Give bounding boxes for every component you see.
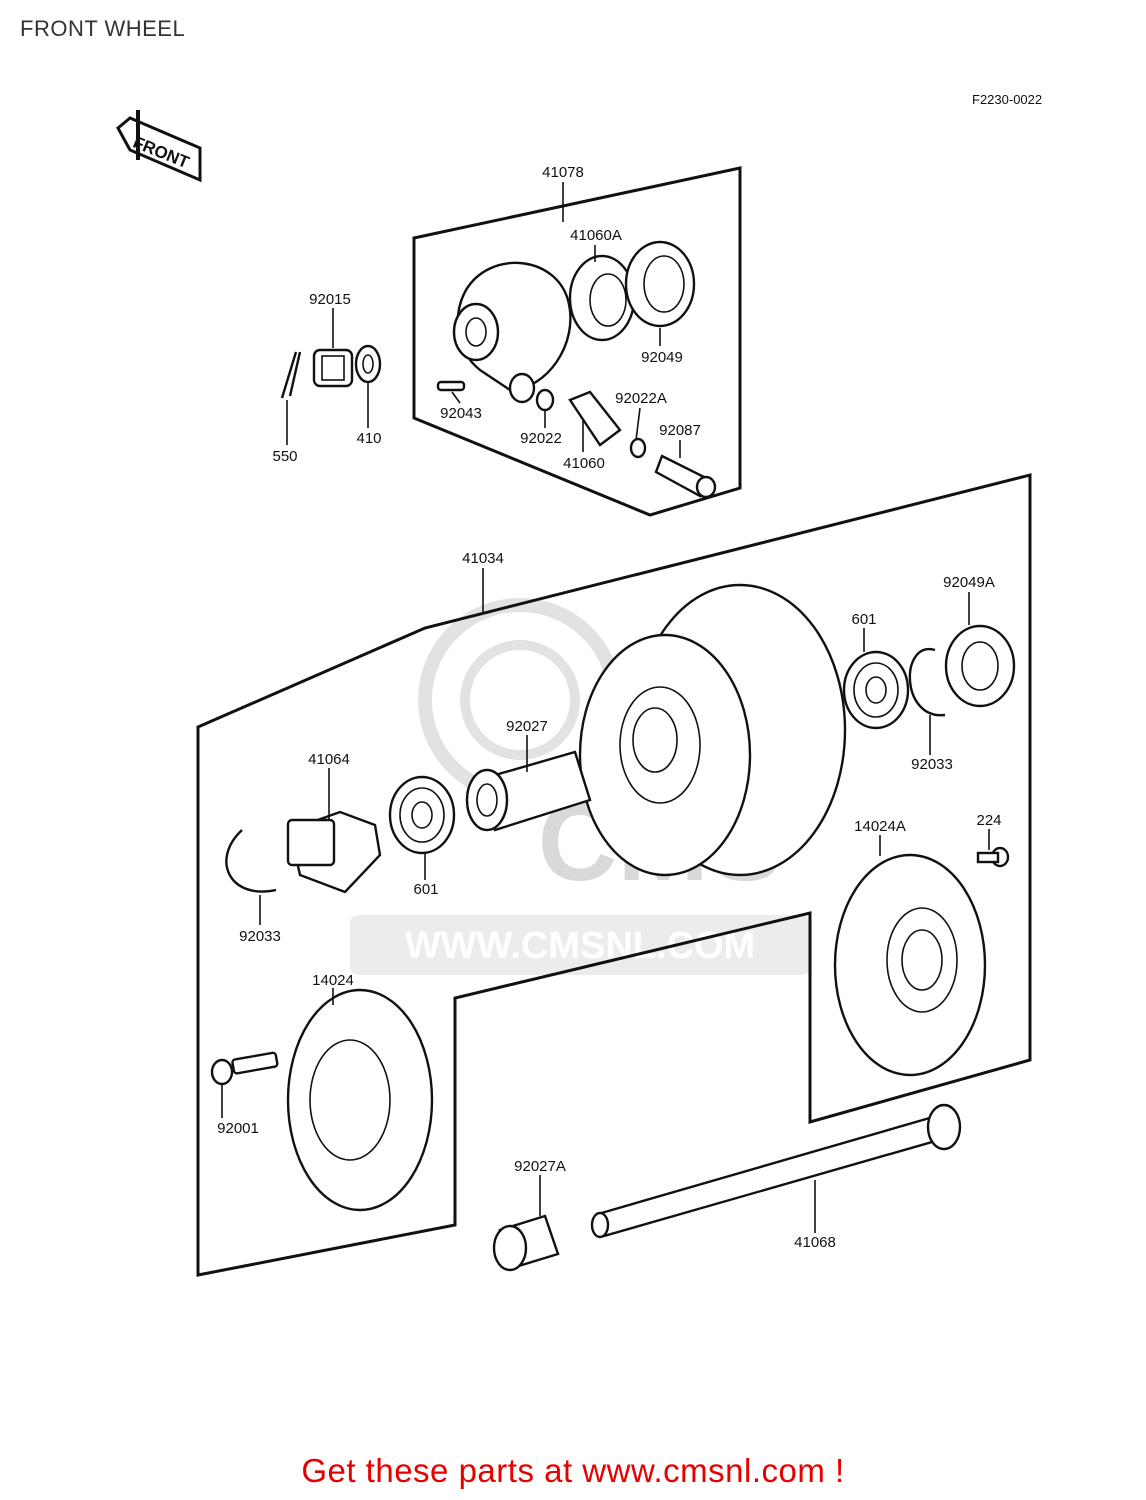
leader-lines: [221, 182, 990, 1233]
label-601-left[interactable]: 601: [413, 881, 438, 898]
label-92001[interactable]: 92001: [217, 1120, 259, 1137]
speedo-housing-part: [452, 261, 572, 404]
screw-part: [976, 846, 1010, 868]
label-224[interactable]: 224: [976, 812, 1001, 829]
hub-cover-part: [286, 810, 382, 894]
circlip-right-part: [908, 648, 946, 717]
label-14024[interactable]: 14024: [312, 972, 354, 989]
bolt-part: [210, 1051, 279, 1086]
label-41078[interactable]: 41078: [542, 164, 584, 181]
pin-part: [436, 380, 466, 392]
diagram-code: F2230-0022: [972, 92, 1043, 107]
thrust-washer-part: [629, 437, 647, 459]
drive-gear-part: [568, 254, 636, 342]
collar-part: [492, 1214, 560, 1272]
brake-disc-left-part: [286, 988, 434, 1212]
castle-nut-part: [312, 348, 354, 388]
label-601-right[interactable]: 601: [851, 611, 876, 628]
label-41068[interactable]: 41068: [794, 1234, 836, 1251]
label-41034[interactable]: 41034: [462, 550, 504, 567]
brake-disc-right-part: [833, 853, 987, 1077]
circlip-left-part: [225, 829, 277, 893]
oil-seal-part: [624, 240, 696, 328]
part-labels: 41078 41060A 92015 92049 550 410 92043 9…: [217, 164, 1001, 1251]
pinion-gear-part: [568, 390, 622, 447]
label-92022[interactable]: 92022: [520, 430, 562, 447]
label-92027[interactable]: 92027: [506, 718, 548, 735]
label-41060[interactable]: 41060: [563, 455, 605, 472]
label-92049[interactable]: 92049: [641, 349, 683, 366]
label-92027A[interactable]: 92027A: [514, 1158, 566, 1175]
spacer-part: [465, 750, 592, 832]
watermark-url: WWW.CMSNL.COM: [405, 925, 755, 967]
front-direction-marker: FRONT: [116, 110, 202, 183]
label-92043[interactable]: 92043: [440, 405, 482, 422]
label-92015[interactable]: 92015: [309, 291, 351, 308]
label-92033-right[interactable]: 92033: [911, 756, 953, 773]
wheel-hub-part: [578, 583, 847, 877]
label-92087[interactable]: 92087: [659, 422, 701, 439]
label-92049A[interactable]: 92049A: [943, 574, 995, 591]
speedo-gear-group-frame: [412, 166, 742, 517]
cta-link[interactable]: Get these parts at www.cmsnl.com !: [301, 1452, 845, 1489]
bearing-left-part: [388, 775, 456, 855]
label-92033-left[interactable]: 92033: [239, 928, 281, 945]
label-92022A[interactable]: 92022A: [615, 390, 667, 407]
label-41060A[interactable]: 41060A: [570, 227, 622, 244]
bearing-right-part: [842, 650, 910, 730]
axle-part: [590, 1103, 962, 1239]
label-14024A[interactable]: 14024A: [854, 818, 906, 835]
seal-right-part: [944, 624, 1016, 708]
hub-group-frame: [196, 473, 1032, 1277]
label-410[interactable]: 410: [356, 430, 381, 447]
bushing-part: [654, 454, 717, 499]
page-title: FRONT WHEEL: [20, 16, 186, 41]
washer-part: [354, 344, 382, 384]
label-41064[interactable]: 41064: [308, 751, 350, 768]
small-washer-part: [535, 388, 555, 412]
label-550[interactable]: 550: [272, 448, 297, 465]
cotter-pin-part: [280, 351, 302, 399]
